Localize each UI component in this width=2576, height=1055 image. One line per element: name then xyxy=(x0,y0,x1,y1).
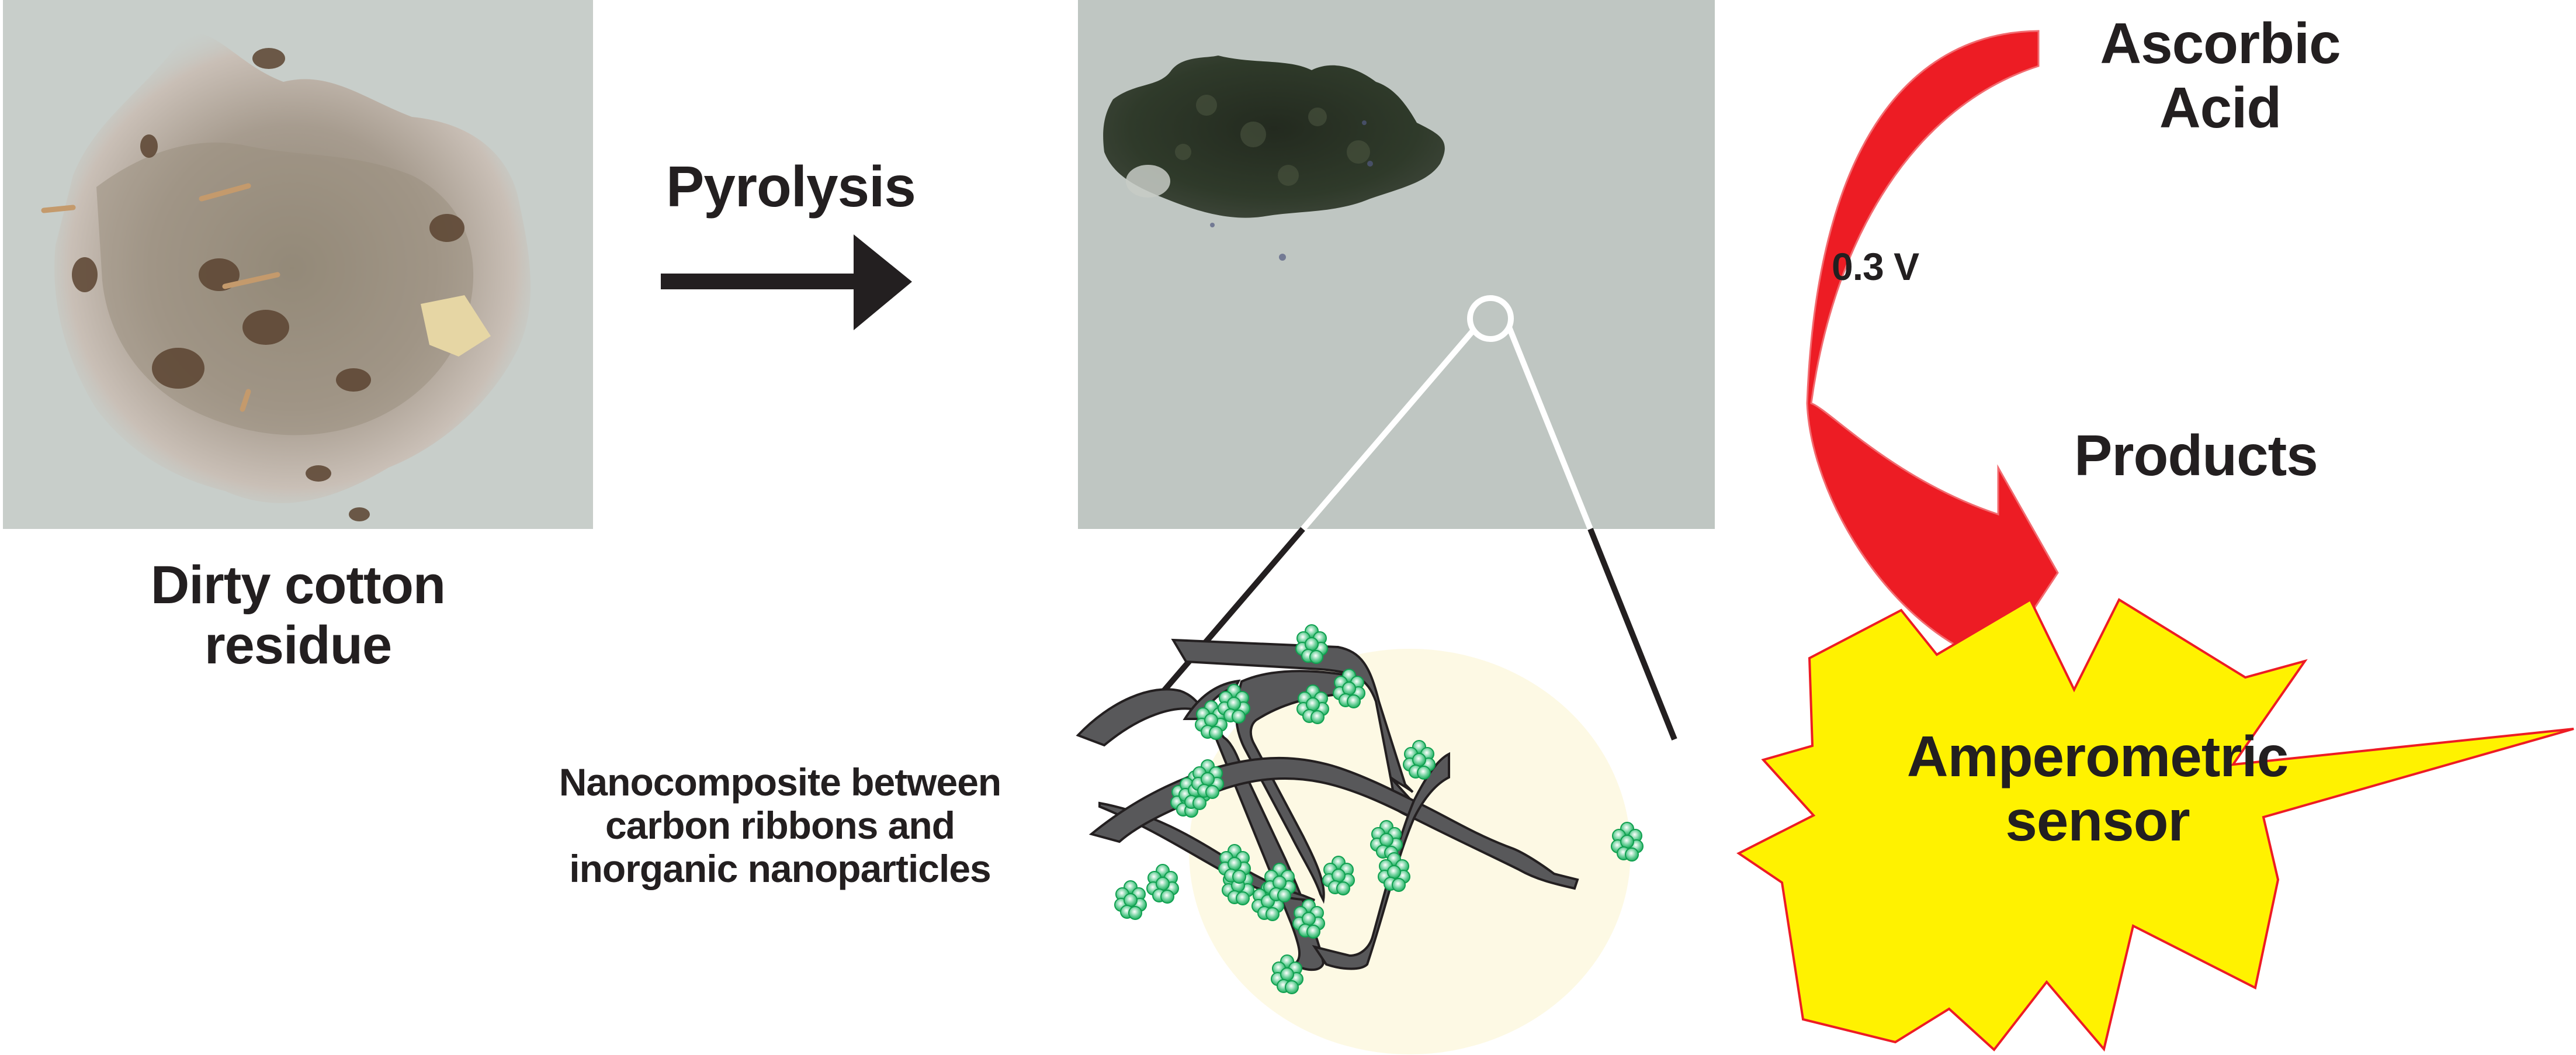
dirty-cotton-label-line1: Dirty cotton xyxy=(150,555,446,615)
carbon-ribbons xyxy=(1076,638,1579,971)
dirty-cotton-label-line2: residue xyxy=(204,615,392,676)
dirty-cotton-photo xyxy=(3,0,593,529)
curved-reaction-arrow-icon xyxy=(1806,30,2059,693)
ascorbic-acid-label: Ascorbic Acid xyxy=(2068,11,2372,140)
nanocomposite-label-line3: inorganic nanoparticles xyxy=(569,846,991,890)
carbon-powder-photo xyxy=(1078,0,1715,529)
inorganic-nanoparticles xyxy=(1114,624,1644,994)
amperometric-sensor-label-line2: sensor xyxy=(2005,788,2190,853)
amperometric-sensor-label: Amperometric sensor xyxy=(1852,724,2343,853)
carbon-powder-illustration xyxy=(1103,56,1445,261)
amperometric-sensor-label-line1: Amperometric xyxy=(1906,724,2289,788)
nanocomposite-label-line1: Nanocomposite between xyxy=(559,760,1001,804)
nanocomposite-circle xyxy=(1076,624,1644,1054)
pyrolysis-label: Pyrolysis xyxy=(666,154,916,219)
ascorbic-acid-label-line2: Acid xyxy=(2159,75,2282,140)
dirty-cotton-label: Dirty cotton residue xyxy=(47,555,549,676)
potential-label: 0.3 V xyxy=(1832,245,1919,288)
nanocomposite-label: Nanocomposite between carbon ribbons and… xyxy=(467,760,1093,891)
pyrolysis-arrow-icon xyxy=(661,234,912,330)
ascorbic-acid-label-line1: Ascorbic xyxy=(2100,11,2341,75)
cotton-residue-illustration xyxy=(41,33,531,521)
nanocomposite-label-line2: carbon ribbons and xyxy=(605,803,955,847)
products-label: Products xyxy=(2074,423,2318,487)
